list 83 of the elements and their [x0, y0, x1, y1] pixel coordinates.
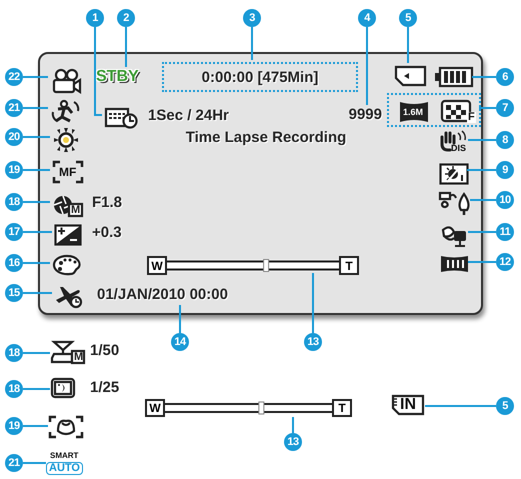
- icon-text: IN: [400, 397, 416, 413]
- leader-line: [468, 139, 496, 141]
- leader-line: [468, 231, 496, 233]
- callout-number: 16: [5, 254, 23, 272]
- callout-number: 3: [243, 9, 261, 27]
- status-text: STBY: [96, 69, 160, 91]
- callout-number: 21: [5, 454, 23, 472]
- callout-number: 1: [86, 9, 104, 27]
- callout-number: 4: [358, 9, 376, 27]
- camcorder-screen: [38, 52, 483, 315]
- zoom-end-marker: T: [332, 399, 352, 417]
- leader-line: [467, 169, 496, 171]
- leader-line: [470, 199, 496, 201]
- callout-number: 18: [5, 344, 23, 362]
- leader-line: [94, 27, 102, 116]
- callout-number: 11: [496, 223, 514, 241]
- mode-caption: Time Lapse Recording: [184, 130, 348, 145]
- setting-value: +0.3: [92, 225, 122, 240]
- icon-text: M: [74, 352, 84, 363]
- callout-number: 5: [496, 397, 514, 415]
- leader-line: [407, 27, 409, 63]
- leader-line: [23, 388, 50, 390]
- leader-line: [23, 425, 48, 427]
- leader-line: [23, 169, 50, 171]
- leader-line: [23, 462, 46, 464]
- callout-number: 19: [5, 417, 23, 435]
- callout-number: 14: [171, 333, 189, 351]
- leader-line: [23, 231, 52, 233]
- icon-text: SMART: [50, 452, 78, 460]
- leader-line: [479, 107, 496, 109]
- setting-value: 1/50: [90, 343, 120, 358]
- callout-number: 13: [284, 433, 302, 451]
- callout-number: 6: [496, 68, 514, 86]
- recording-time-display: 0:00:00 [475Min]: [162, 62, 358, 92]
- icon-text: DIS: [451, 144, 466, 153]
- icon-text: M: [71, 205, 80, 216]
- zoom-bar: [145, 399, 352, 417]
- leader-line: [23, 292, 52, 294]
- callout-number: 9: [496, 161, 514, 179]
- leader-line: [23, 107, 48, 109]
- icon-text: 1.6M: [403, 108, 424, 117]
- remaining-count-text: 9999: [330, 107, 382, 127]
- leader-line: [23, 352, 50, 354]
- icon-text: MF: [59, 166, 76, 178]
- leader-line: [472, 76, 496, 78]
- leader-line: [251, 27, 253, 60]
- leader-line: [23, 201, 50, 203]
- callout-number: 13: [304, 333, 322, 351]
- callout-number: 22: [5, 68, 23, 86]
- callout-number: 17: [5, 223, 23, 241]
- leader-line: [468, 261, 496, 263]
- leader-line: [23, 262, 50, 264]
- callout-number: 18: [5, 380, 23, 398]
- callout-number: 19: [5, 161, 23, 179]
- zoom-bar: [147, 256, 359, 275]
- leader-line: [292, 417, 294, 433]
- callout-number: 12: [496, 253, 514, 271]
- callout-number: 15: [5, 284, 23, 302]
- callout-number: 20: [5, 128, 23, 146]
- icon-text: F: [467, 112, 476, 123]
- icon-text: AUTO: [46, 462, 83, 475]
- zoom-end-marker: W: [147, 256, 167, 275]
- callout-number: 8: [496, 131, 514, 149]
- setting-value: 1Sec / 24Hr: [148, 108, 229, 123]
- callout-number: 7: [496, 99, 514, 117]
- callout-number: 5: [399, 9, 417, 27]
- leader-line: [425, 405, 496, 407]
- date-time-text: 01/JAN/2010 00:00: [97, 287, 289, 307]
- callout-number: 2: [117, 9, 135, 27]
- leader-line: [179, 305, 181, 333]
- leader-line: [125, 27, 127, 67]
- setting-value: 1/25: [90, 380, 120, 395]
- leader-line: [23, 76, 48, 78]
- dotted-group-frame: [387, 93, 481, 127]
- zoom-end-marker: T: [339, 256, 359, 275]
- setting-value: F1.8: [92, 195, 122, 210]
- callout-number: 10: [496, 191, 514, 209]
- leader-line: [312, 273, 314, 333]
- leader-line: [23, 136, 50, 138]
- zoom-end-marker: W: [145, 399, 165, 417]
- leader-line: [366, 27, 368, 105]
- callout-number: 21: [5, 99, 23, 117]
- callout-number: 18: [5, 193, 23, 211]
